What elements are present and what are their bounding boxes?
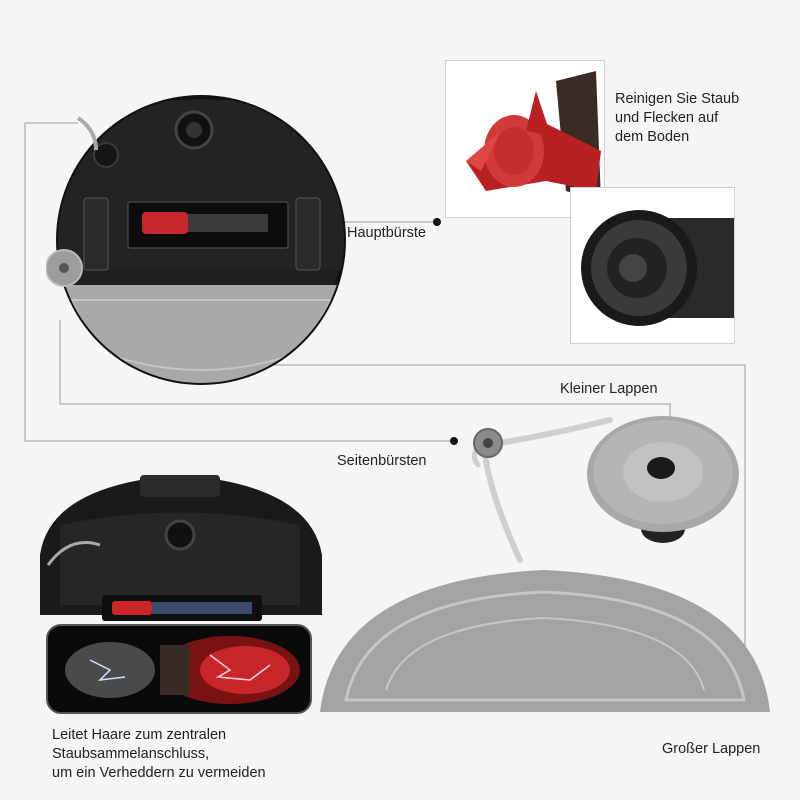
large-mop-label: Großer Lappen: [662, 741, 761, 757]
main-brush-label: Hauptbürste: [347, 225, 426, 241]
small-mop-image: [587, 416, 739, 543]
side-brushes-label: Seitenbürsten: [337, 453, 427, 469]
main-brush-end-image: [570, 187, 735, 344]
robot-underside-image: [46, 95, 346, 385]
side-brush-image: [472, 417, 613, 563]
large-mop-image: [320, 570, 770, 712]
small-mop-label: Kleiner Lappen: [560, 381, 658, 397]
main-brush-description: Reinigen Sie Staub und Flecken auf dem B…: [615, 91, 740, 145]
robot-hair-guide-image: [40, 475, 322, 714]
hair-guide-description: Leitet Haare zum zentralen Staubsammelan…: [52, 727, 266, 781]
main-brush-closeup-image: [445, 60, 605, 218]
